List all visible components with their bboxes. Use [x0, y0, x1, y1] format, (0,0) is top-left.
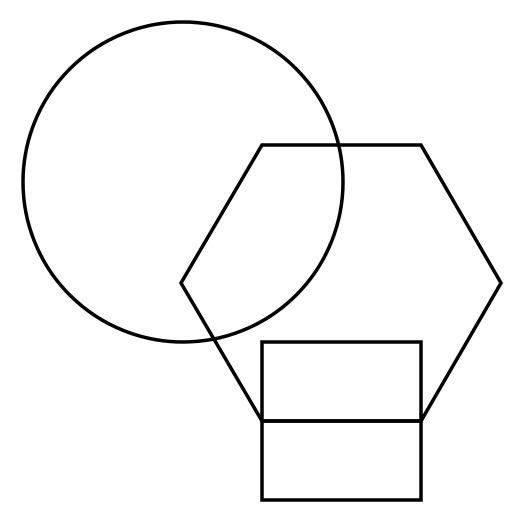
lower-rectangle-shape: [260, 419, 423, 502]
circle-shape: [21, 20, 345, 344]
